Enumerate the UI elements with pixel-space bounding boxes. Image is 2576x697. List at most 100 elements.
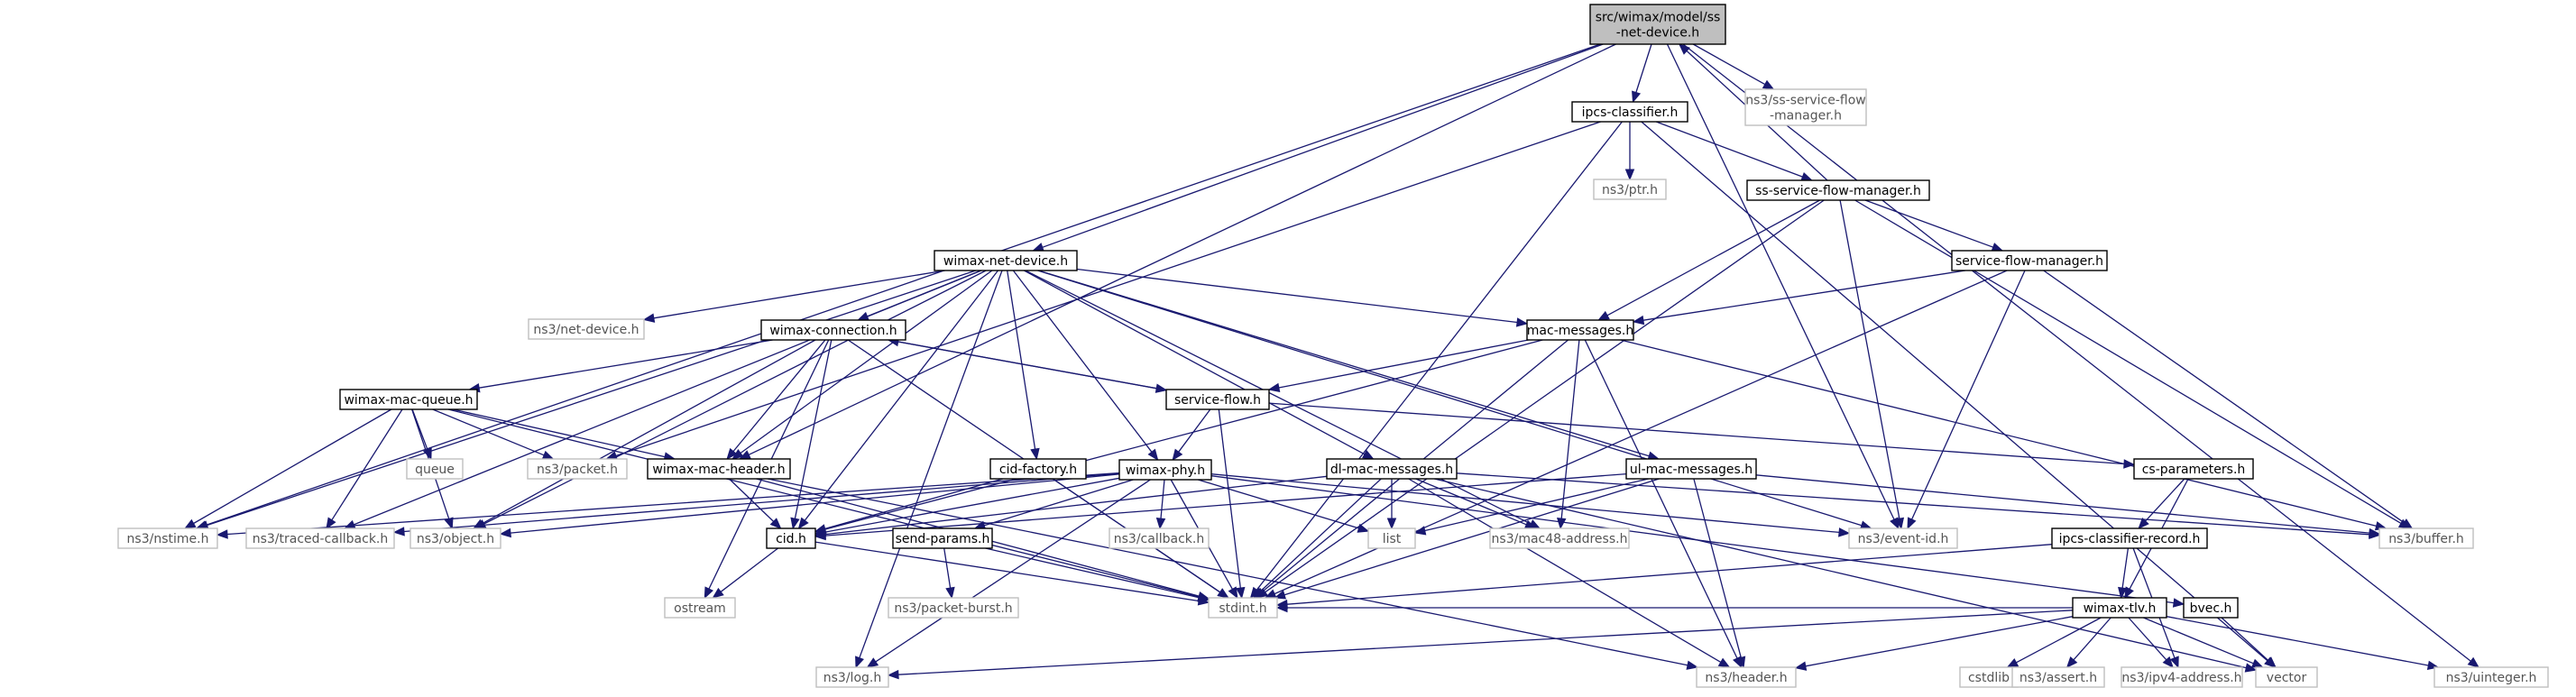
edge-line — [824, 475, 1328, 536]
node-box — [888, 597, 1019, 619]
arrowhead-icon — [769, 518, 782, 529]
node-cid[interactable]: cid.h — [766, 527, 816, 549]
node-callback: ns3/callback.h — [1109, 527, 1210, 549]
node-box — [1589, 4, 1726, 45]
edge-line — [1037, 270, 1863, 527]
edge-cid-to-stdint — [814, 541, 1210, 606]
arrowhead-icon — [1736, 656, 1746, 669]
node-icr[interactable]: ipcs-classifier-record.h — [2051, 527, 2208, 549]
node-ipcs[interactable]: ipcs-classifier.h — [1571, 101, 1688, 123]
edge-ipcs-to-ssflow — [1655, 121, 1814, 181]
edge-ipcs-to-ptr — [1624, 122, 1635, 181]
node-label: cstdlib — [1968, 671, 2010, 685]
node-label: service-flow.h — [1174, 393, 1261, 408]
node-ipv4: ns3/ipv4-address.h — [2121, 666, 2243, 688]
edge-line — [985, 547, 1200, 599]
edge-wtlv-to-assert — [2065, 617, 2111, 668]
arrowhead-icon — [797, 517, 809, 530]
node-label: ns3/object.h — [417, 532, 494, 546]
node-wphy[interactable]: wimax-phy.h — [1118, 459, 1212, 481]
arrowhead-icon — [1991, 243, 2004, 252]
edge-line — [897, 610, 2074, 675]
node-box — [1165, 389, 1270, 410]
node-sfm[interactable]: service-flow-manager.h — [1951, 250, 2108, 271]
edge-line — [1839, 199, 1900, 519]
node-wmq[interactable]: wimax-mac-queue.h — [339, 389, 478, 410]
arrowhead-icon — [1357, 523, 1370, 533]
arrowhead-icon — [1217, 588, 1229, 599]
arrowhead-icon — [2124, 586, 2134, 600]
node-dlmsg[interactable]: dl-mac-messages.h — [1326, 458, 1458, 480]
edge-wphy-to-bvec — [1210, 475, 2185, 608]
node-bvec[interactable]: bvec.h — [2183, 597, 2239, 619]
node-box — [2255, 666, 2318, 688]
node-box — [2051, 527, 2208, 549]
node-cstdlib: cstdlib — [1959, 666, 2019, 688]
edge-wnd-to-cidf — [1007, 270, 1040, 461]
node-box — [2011, 666, 2105, 688]
arrowhead-icon — [343, 519, 356, 529]
arrowhead-icon — [2172, 598, 2185, 608]
node-box — [1367, 527, 1416, 549]
edge-line — [483, 270, 987, 525]
node-object: ns3/object.h — [409, 527, 501, 549]
node-ssflow[interactable]: ss-service-flow-manager.h — [1746, 179, 1930, 201]
edge-line — [1693, 478, 1742, 658]
edge-line — [1434, 478, 2247, 669]
edge-line — [2121, 547, 2130, 589]
arrowhead-icon — [1275, 602, 1288, 613]
node-label: bvec.h — [2190, 601, 2232, 616]
edge-line — [1160, 479, 1165, 519]
edge-ulmsg-to-stdint — [1274, 478, 1660, 600]
edge-line — [814, 541, 1200, 602]
edge-line — [943, 547, 952, 589]
node-label: ns3/nstime.h — [127, 532, 209, 546]
node-csparam[interactable]: cs-parameters.h — [2133, 458, 2254, 480]
edge-dlmsg-to-cid — [814, 475, 1328, 539]
edge-line — [2221, 617, 2269, 662]
edge-line — [1560, 339, 1580, 519]
node-root[interactable]: src/wimax/model/ss-net-device.h — [1589, 4, 1726, 45]
edge-sendp-to-stdint — [985, 547, 1210, 602]
node-box — [245, 527, 395, 549]
node-wnd[interactable]: wimax-net-device.h — [934, 250, 1078, 271]
edge-root-to-ssflowext — [1692, 43, 1775, 90]
edge-line — [1606, 199, 1821, 316]
arrowhead-icon — [2250, 658, 2264, 668]
edge-dlmsg-to-list — [1386, 479, 1397, 530]
node-label: ns3/packet-burst.h — [894, 601, 1012, 616]
edge-wnd-to-nstime — [196, 270, 977, 530]
arrowhead-icon — [1267, 382, 1281, 393]
node-wtlv[interactable]: wimax-tlv.h — [2072, 597, 2167, 619]
arrowhead-icon — [183, 518, 197, 529]
edge-ssflow-to-buffer — [1854, 199, 2411, 529]
node-box — [528, 318, 645, 340]
node-wconn[interactable]: wimax-connection.h — [760, 319, 906, 341]
node-sflow[interactable]: service-flow.h — [1165, 389, 1270, 410]
edge-line — [1038, 270, 1650, 457]
node-box — [1848, 527, 1958, 549]
arrowhead-icon — [790, 517, 800, 530]
node-sendp[interactable]: send-params.h — [892, 527, 993, 549]
edge-icr-to-stdint — [1275, 544, 2053, 610]
node-ulmsg[interactable]: ul-mac-messages.h — [1625, 458, 1757, 480]
edge-line — [1456, 472, 2370, 536]
arrowhead-icon — [1800, 172, 1814, 181]
arrowhead-icon — [2467, 656, 2480, 668]
edge-line — [1283, 478, 1660, 596]
arrowhead-icon — [1557, 518, 1567, 530]
node-cidf[interactable]: cid-factory.h — [989, 458, 1087, 480]
edge-line — [720, 547, 778, 592]
arrowhead-icon — [1597, 310, 1610, 321]
arrowhead-icon — [1236, 586, 1246, 600]
edge-wphy-to-nstime — [216, 472, 1120, 539]
arrowhead-icon — [1252, 587, 1265, 599]
node-macmsg[interactable]: mac-messages.h — [1526, 319, 1634, 341]
edge-line — [1260, 478, 1382, 592]
edge-macmsg-to-sflow — [1267, 339, 1529, 393]
arrowhead-icon — [499, 527, 511, 538]
node-label: wimax-net-device.h — [943, 254, 1068, 269]
node-wmh[interactable]: wimax-mac-header.h — [647, 458, 791, 480]
node-box — [1625, 458, 1757, 480]
edge-wnd-to-wphy — [1012, 270, 1159, 462]
